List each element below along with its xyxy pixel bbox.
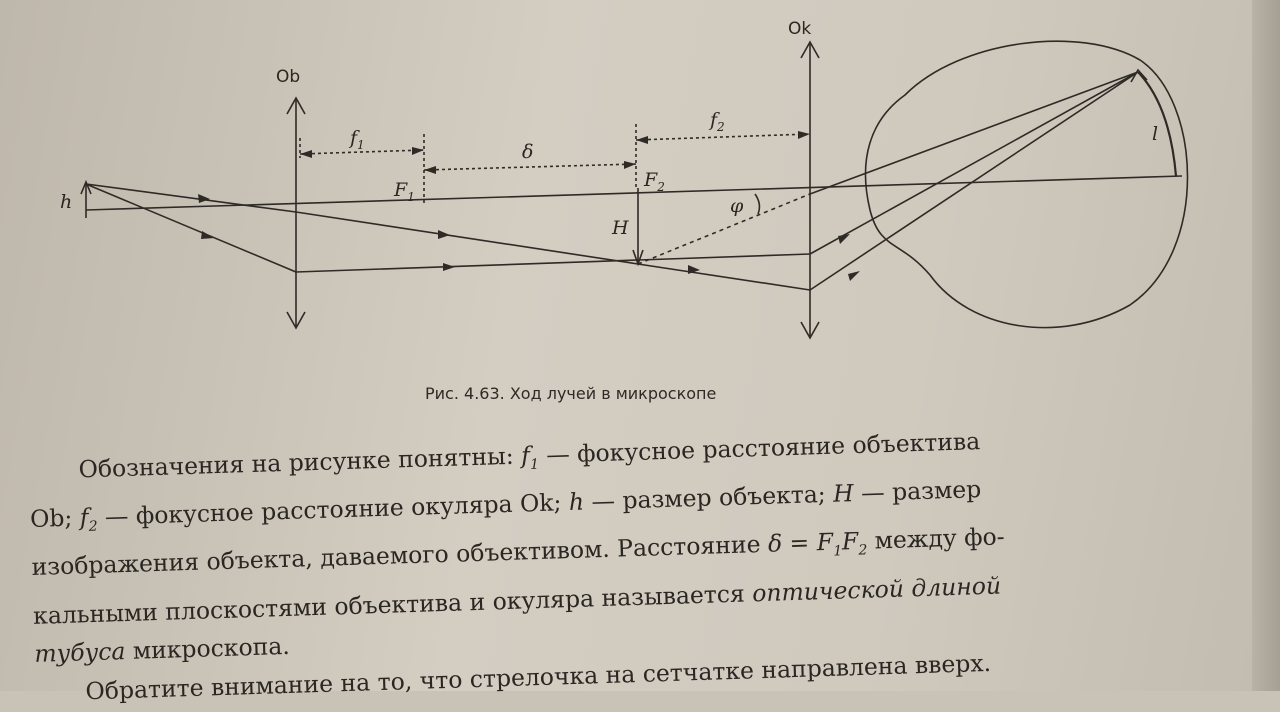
- label-f2-letter: f: [708, 109, 720, 131]
- retina-image-l: [1137, 71, 1178, 177]
- ray-arrowhead: [198, 194, 210, 203]
- ray-eye-1: [809, 71, 1139, 255]
- text-l2-a: Ob;: [29, 503, 81, 534]
- object-h-arrowhead: [80, 179, 92, 195]
- objective-arrow-top: [286, 96, 306, 115]
- sym-h: h: [568, 487, 585, 517]
- text-l1-b: — фокусное расстояние объектива: [538, 427, 981, 469]
- f1-dimension: [299, 149, 425, 155]
- retina-arrowhead: [1130, 68, 1148, 83]
- text-l4-italic: оптической длиной: [751, 571, 1002, 607]
- book-page: [0, 0, 1280, 691]
- ray-arrowhead: [443, 263, 455, 271]
- figure-caption: Рис. 4.63. Ход лучей в микроскопе: [425, 384, 717, 403]
- dimension-arrowhead: [412, 147, 424, 155]
- label-H: H: [611, 217, 629, 239]
- text-l5-b: микроскопа.: [124, 631, 291, 666]
- ray-1b: [295, 211, 639, 265]
- sym-F2: F2: [841, 527, 868, 559]
- ray-arrowhead: [438, 230, 450, 239]
- sym-f1: f1: [521, 441, 540, 473]
- eyepiece-arrow-bottom: [800, 321, 820, 340]
- label-F1: F1: [393, 179, 415, 204]
- ray-2a: [85, 183, 297, 273]
- label-ok: Ok: [788, 19, 811, 39]
- label-F1-letter: F: [393, 179, 408, 201]
- sym-eq: =: [781, 528, 818, 558]
- ray-4: [637, 193, 811, 265]
- sym-H: H: [832, 479, 855, 508]
- optical-axis: [85, 175, 1183, 211]
- page-edge: [1252, 0, 1280, 691]
- eyepiece-arrow-top: [800, 40, 820, 59]
- ray-arrowhead: [688, 265, 700, 274]
- eye-outline: [864, 40, 1189, 329]
- ray-arrowhead: [201, 231, 214, 239]
- ray-arrowhead: [848, 271, 860, 281]
- ray-arrowhead: [838, 234, 850, 244]
- label-delta: δ: [522, 141, 533, 163]
- label-f1-sub: 1: [357, 138, 365, 152]
- delta-dimension: [423, 163, 637, 171]
- ray-1a: [85, 183, 297, 213]
- dimension-arrowhead: [300, 150, 312, 158]
- body-text: Обозначения на рисунке понятны: f1 — фок…: [28, 413, 1266, 712]
- f2-dimension: [635, 133, 811, 141]
- label-l: l: [1152, 123, 1158, 145]
- label-F1-sub: 1: [407, 190, 415, 204]
- label-F2: F2: [643, 169, 665, 194]
- label-f1-letter: f: [348, 127, 360, 149]
- sym-F1-letter: F: [816, 528, 834, 557]
- label-ob: Ob: [276, 67, 300, 87]
- ray-2b: [295, 253, 811, 273]
- sym-delta: δ: [767, 529, 783, 559]
- angle-phi-arc: [754, 193, 761, 215]
- label-f2-sub: 2: [716, 120, 725, 134]
- ray-eye-2: [809, 71, 1139, 291]
- sym-F1: F1: [816, 528, 842, 560]
- label-f2: f2: [708, 109, 725, 134]
- label-h: h: [60, 191, 72, 213]
- text-l5-italic: тубуса: [33, 637, 126, 668]
- dimension-arrowhead: [798, 131, 810, 139]
- label-phi: φ: [730, 195, 744, 217]
- sym-f2: f2: [79, 503, 98, 535]
- dimension-arrowhead: [424, 166, 436, 174]
- text-l1-a: Обозначения на рисунке понятны:: [78, 441, 522, 484]
- dimension-arrowhead: [624, 161, 636, 169]
- label-f1: f1: [348, 127, 365, 152]
- label-F2-letter: F: [643, 169, 658, 191]
- text-l3-b: между фо-: [866, 522, 1006, 556]
- sym-F2-letter: F: [841, 527, 859, 556]
- text-l2-c: — размер объекта;: [583, 479, 834, 516]
- label-F2-sub: 2: [656, 180, 665, 194]
- ray-3: [637, 263, 811, 291]
- text-l2-d: — размер: [853, 475, 982, 508]
- dimension-arrowhead: [636, 136, 648, 144]
- ray-eye-3: [809, 71, 1139, 195]
- microscope-ray-diagram: Ob Ok h H f1 f2 δ F1 F2 φ l: [60, 19, 1189, 340]
- objective-arrow-bottom: [286, 311, 306, 330]
